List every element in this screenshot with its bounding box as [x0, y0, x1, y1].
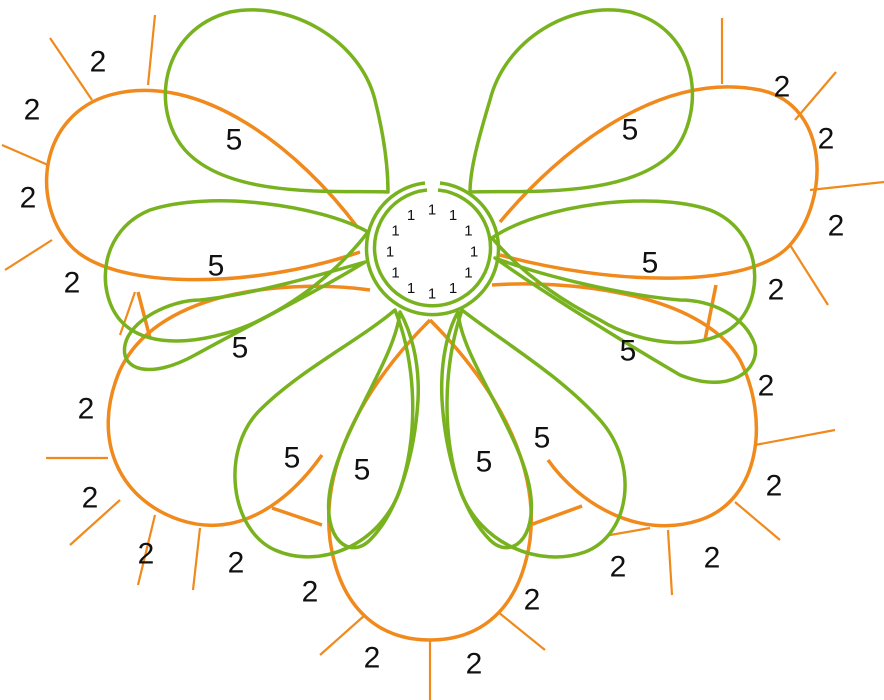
green-ring-label: 5 — [208, 250, 225, 283]
picot — [4, 239, 53, 271]
green-ring-label: 5 — [284, 442, 301, 475]
chain-label: 2 — [774, 71, 791, 104]
center-ring-outer — [364, 181, 501, 317]
green-ring-label: 5 — [226, 124, 243, 157]
orange-chain-labels: 2 2 2 2 2 2 2 2 2 2 2 2 2 2 2 2 2 2 2 2 — [20, 46, 845, 681]
chain-label: 2 — [228, 547, 245, 580]
center-stitch-label: 1 — [428, 202, 436, 219]
green-ring-label: 5 — [232, 332, 249, 365]
chain-label: 2 — [758, 370, 775, 403]
chain-label: 2 — [82, 482, 99, 515]
green-rings — [103, 8, 758, 559]
orange-chain-upper-right — [498, 85, 819, 280]
picot — [69, 499, 121, 546]
picot — [49, 37, 93, 101]
chain-label: 2 — [828, 210, 845, 243]
green-ring-top-left — [163, 8, 390, 194]
picot — [609, 526, 651, 537]
orange-join-right — [703, 284, 718, 341]
picot — [118, 291, 137, 336]
picot — [191, 527, 202, 591]
center-stitch-label: 1 — [386, 244, 394, 261]
chain-label: 2 — [78, 393, 95, 426]
picot — [1, 143, 49, 167]
picot — [789, 244, 829, 306]
green-ring-top-right — [468, 8, 695, 194]
chain-label: 2 — [24, 94, 41, 127]
green-ring-right-upper — [490, 199, 757, 345]
chain-label: 2 — [20, 182, 37, 215]
chain-label: 2 — [524, 584, 541, 617]
chain-label: 2 — [818, 123, 835, 156]
center-stitch-label: 1 — [464, 265, 472, 282]
picot — [497, 611, 546, 651]
picot — [734, 501, 781, 541]
green-ring-bottom-center-right — [439, 310, 534, 550]
picot — [146, 14, 157, 86]
picot — [666, 529, 674, 596]
chain-label: 2 — [466, 648, 483, 681]
center-stitch-label: 1 — [407, 207, 415, 224]
picot — [136, 514, 157, 586]
orange-join-left — [136, 291, 152, 339]
center-stitch-label: 1 — [449, 280, 457, 297]
center-stitch-label: 1 — [464, 223, 472, 240]
chain-label: 2 — [766, 470, 783, 503]
center-stitch-label: 1 — [391, 223, 399, 240]
picot — [809, 180, 884, 192]
green-ring-bottom-right — [445, 308, 627, 559]
green-ring-label: 5 — [620, 335, 637, 368]
center-stitch-label: 1 — [391, 265, 399, 282]
green-ring-labels: 5 5 5 5 5 5 5 5 5 5 — [208, 114, 659, 487]
picot — [794, 71, 837, 121]
chain-label: 2 — [610, 551, 627, 584]
orange-join-bottom-right — [529, 504, 583, 527]
chain-label: 2 — [704, 542, 721, 575]
green-ring-bottom-center-left — [326, 310, 421, 550]
green-ring-label: 5 — [354, 454, 371, 487]
green-ring-label: 5 — [622, 114, 639, 147]
chain-label: 2 — [138, 538, 155, 571]
center-ring-inner — [372, 188, 493, 308]
chain-label: 2 — [64, 267, 81, 300]
chain-label: 2 — [768, 274, 785, 307]
green-ring-right-lower — [493, 256, 758, 384]
center-stitch-label: 1 — [470, 244, 478, 261]
green-ring-label: 5 — [476, 446, 493, 479]
center-stitch-label: 1 — [449, 207, 457, 224]
green-ring-label: 5 — [534, 422, 551, 455]
center-stitch-label: 1 — [407, 280, 415, 297]
chain-label: 2 — [90, 46, 107, 79]
chain-label: 2 — [364, 642, 381, 675]
green-ring-left-lower — [122, 260, 367, 372]
orange-chains — [44, 85, 819, 642]
picot — [754, 428, 836, 447]
chain-label: 2 — [302, 576, 319, 609]
green-ring-label: 5 — [642, 247, 659, 280]
green-ring-bottom-left — [233, 308, 415, 559]
orange-join-bottom-left — [271, 506, 323, 527]
picot — [319, 614, 366, 656]
picots — [1, 14, 884, 700]
orange-chain-upper-left — [44, 88, 361, 282]
center-stitch-label: 1 — [428, 286, 436, 303]
